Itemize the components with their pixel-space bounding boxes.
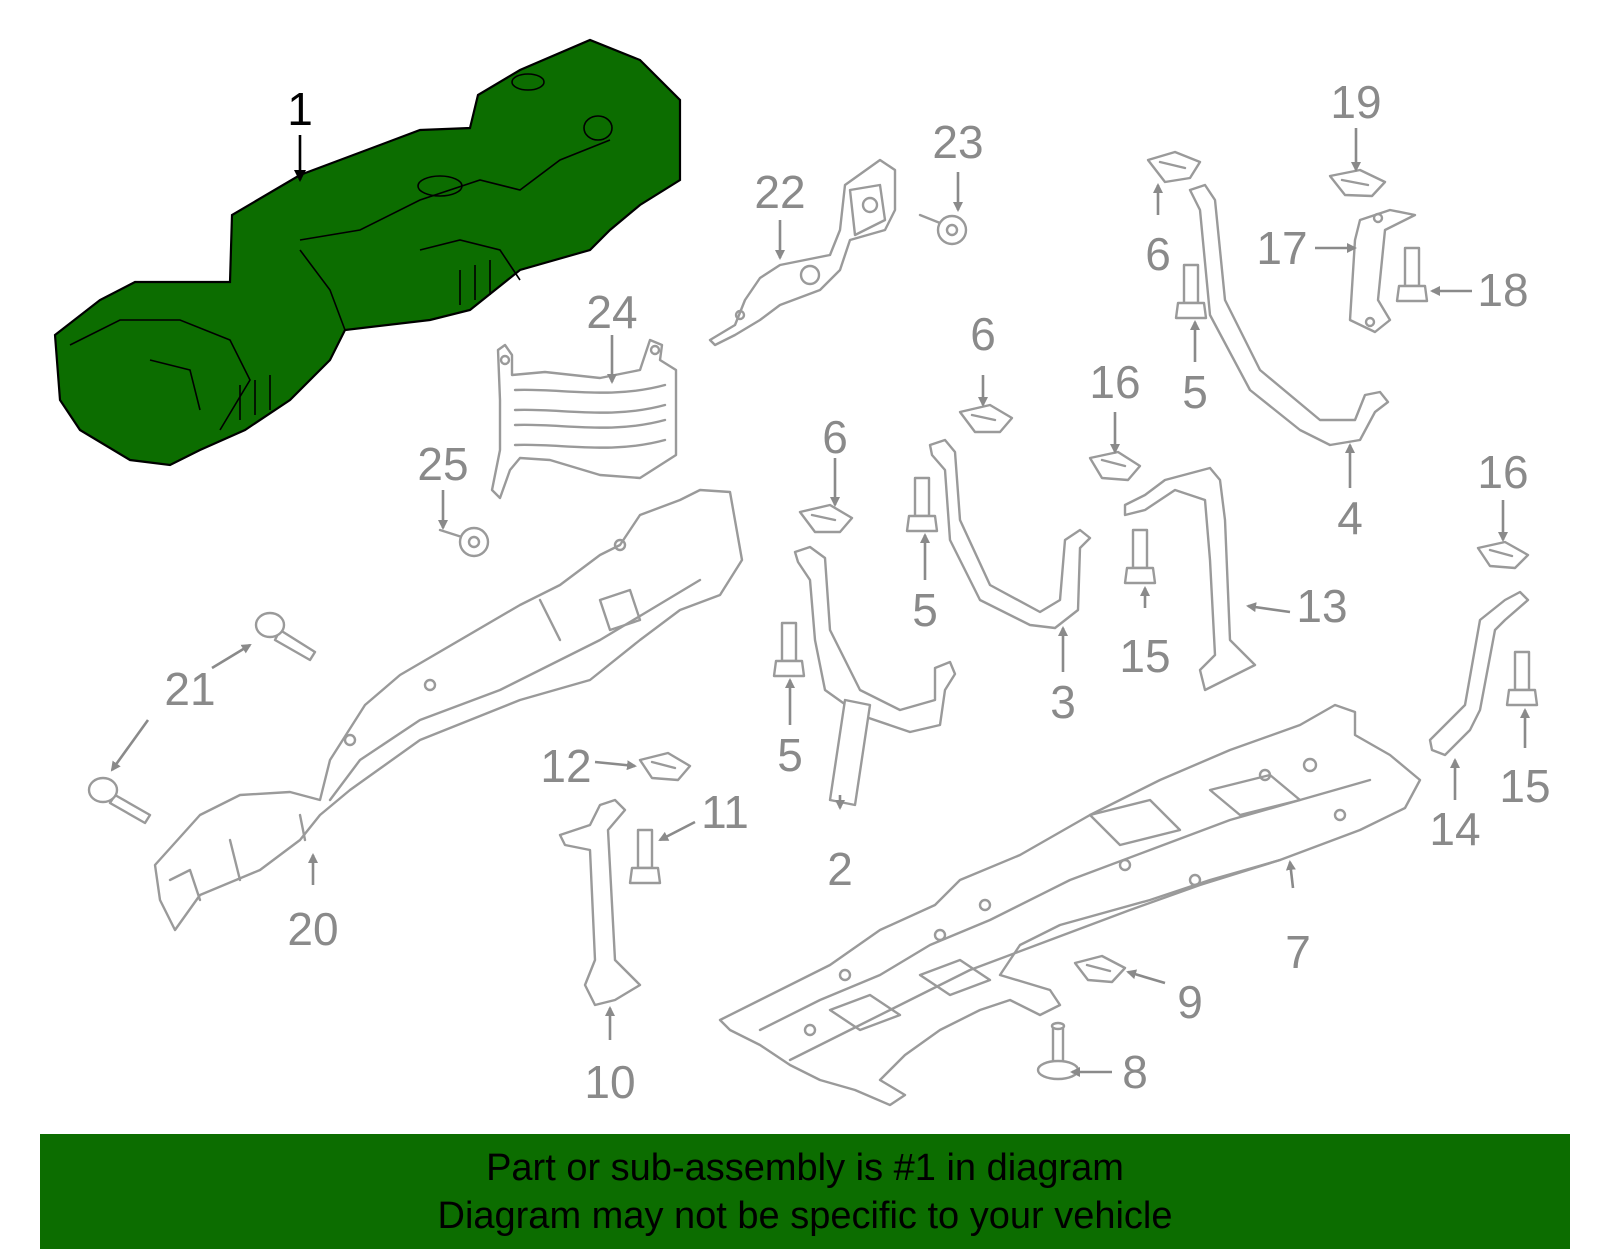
clip-nut-part-12[interactable]	[638, 751, 692, 782]
strap-part-3[interactable]	[928, 438, 1092, 630]
callout-15-b: 15	[1499, 760, 1550, 812]
callout-6-b: 6	[970, 308, 996, 360]
clip-nut-part-6-c[interactable]	[798, 503, 854, 534]
bolt-part-15-a[interactable]	[1123, 528, 1157, 585]
callout-1: 1	[287, 83, 313, 135]
bolt-part-23[interactable]	[918, 213, 968, 246]
skid-plate-part-7[interactable]	[718, 703, 1422, 1107]
bolt-part-15-b[interactable]	[1505, 650, 1539, 707]
callout-22: 22	[754, 166, 805, 218]
clip-nut-part-6-a[interactable]	[1146, 150, 1202, 184]
clip-nut-part-6-b[interactable]	[958, 403, 1014, 434]
callout-2: 2	[827, 843, 853, 895]
clip-nut-part-9[interactable]	[1073, 954, 1127, 984]
callout-8: 8	[1122, 1046, 1148, 1098]
callout-6-c: 6	[822, 411, 848, 463]
notice-banner: Part or sub-assembly is #1 in diagram Di…	[40, 1134, 1570, 1249]
clip-nut-part-19[interactable]	[1328, 168, 1387, 198]
callout-20: 20	[287, 903, 338, 955]
callout-6-a: 6	[1145, 228, 1171, 280]
callout-3: 3	[1050, 676, 1076, 728]
callout-25: 25	[417, 438, 468, 490]
callout-7: 7	[1285, 926, 1311, 978]
bracket-part-22[interactable]	[708, 158, 897, 347]
callout-5-c: 5	[777, 729, 803, 781]
callout-11: 11	[701, 786, 749, 838]
callout-10: 10	[584, 1056, 635, 1108]
callout-18: 18	[1477, 264, 1528, 316]
callout-4: 4	[1337, 492, 1363, 544]
strap-part-2[interactable]	[793, 545, 957, 807]
callout-24: 24	[586, 286, 637, 338]
callout-labels: 1 2 3 4 5 5 5 6 6 6 7 8 9 10 11 12 13 14…	[164, 76, 1550, 1108]
callout-21: 21	[164, 663, 215, 715]
strap-part-13[interactable]	[1123, 466, 1257, 692]
callout-19: 19	[1330, 76, 1381, 128]
callout-23: 23	[932, 116, 983, 168]
callout-12: 12	[540, 740, 591, 792]
bracket-part-10[interactable]	[558, 798, 642, 1007]
banner-line-2: Diagram may not be specific to your vehi…	[437, 1195, 1173, 1237]
callout-14: 14	[1429, 803, 1480, 855]
callout-16-b: 16	[1477, 446, 1528, 498]
callout-17: 17	[1256, 222, 1307, 274]
bolt-part-18[interactable]	[1395, 246, 1429, 303]
stud-part-8[interactable]	[1036, 1021, 1080, 1081]
strap-part-4[interactable]	[1188, 183, 1390, 447]
callout-9: 9	[1177, 976, 1203, 1028]
bolt-part-25[interactable]	[438, 526, 490, 558]
fuel-tank-part-1[interactable]	[53, 38, 682, 467]
bolt-part-11[interactable]	[628, 828, 662, 885]
shield-plate-part-24[interactable]	[490, 338, 678, 500]
callout-15-a: 15	[1119, 630, 1170, 682]
bolt-part-21-bottom[interactable]	[87, 776, 152, 825]
strap-part-14[interactable]	[1428, 590, 1530, 757]
clip-nut-part-16-a[interactable]	[1088, 450, 1142, 482]
heat-shield-part-20[interactable]	[153, 488, 744, 932]
callout-16-a: 16	[1089, 356, 1140, 408]
callout-5-b: 5	[912, 584, 938, 636]
bracket-part-17[interactable]	[1348, 208, 1417, 334]
bolt-part-5-c[interactable]	[772, 621, 806, 678]
clip-nut-part-16-b[interactable]	[1476, 540, 1530, 570]
bolt-part-5-b[interactable]	[905, 476, 939, 533]
bolt-part-5-a[interactable]	[1174, 263, 1208, 320]
callout-13: 13	[1296, 580, 1347, 632]
bolt-part-21-top[interactable]	[254, 611, 317, 662]
callout-5-a: 5	[1182, 366, 1208, 418]
banner-line-1: Part or sub-assembly is #1 in diagram	[486, 1147, 1124, 1189]
leader-arrows	[110, 128, 1530, 1077]
